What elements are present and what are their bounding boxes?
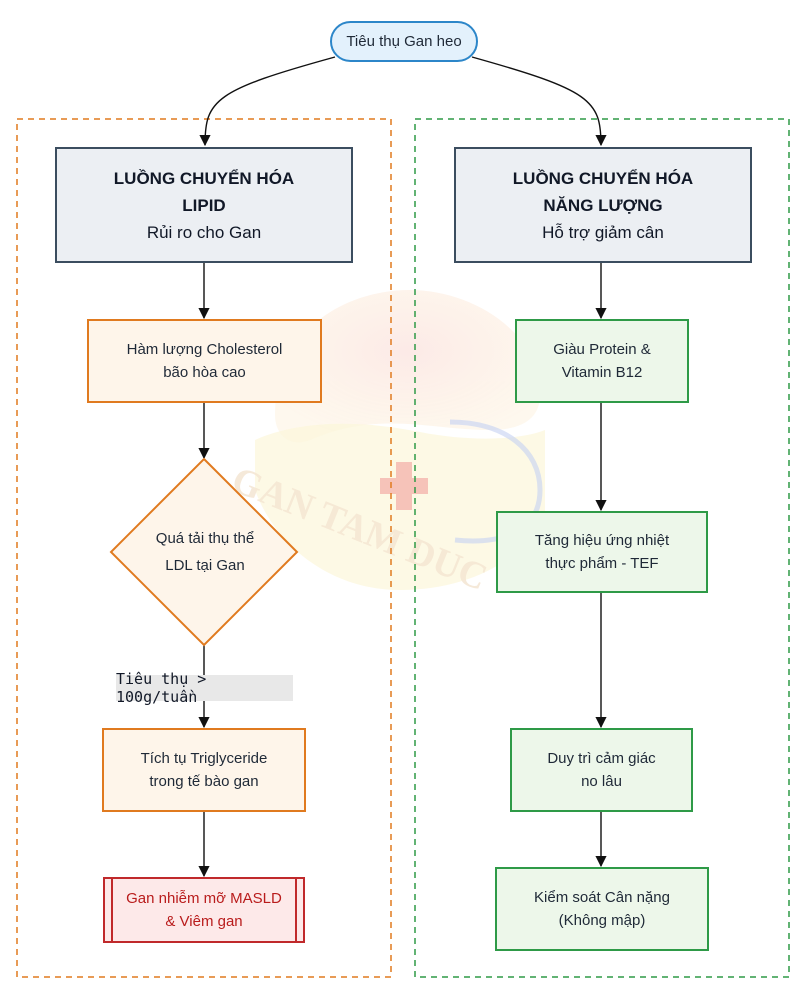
lipid-header-title-line2: LIPID	[182, 195, 226, 215]
edge-root-to-energy	[471, 56, 607, 147]
root-node-pork-liver: Tiêu thụ Gan heo	[330, 21, 478, 62]
energy-header-title-line2: NĂNG LƯỢNG	[543, 195, 663, 215]
masld-line1: Gan nhiễm mỡ MASLD	[126, 890, 282, 907]
edge-root-to-lipid	[199, 56, 336, 147]
tef-line2: thực phẩm - TEF	[545, 555, 659, 572]
energy-header-title-line1: LUỒNG CHUYỂN HÓA	[512, 168, 694, 188]
decision-line2: LDL tại Gan	[165, 557, 245, 574]
ldl-overload-decision-shape	[109, 457, 299, 647]
lipid-header-subtitle: Rủi ro cho Gan	[146, 222, 262, 242]
protein-line2: Vitamin B12	[561, 364, 643, 381]
lipid-header-title-line1: LUỒNG CHUYỂN HÓA	[113, 168, 295, 188]
cholesterol-line2: bão hòa cao	[163, 364, 246, 381]
tef-node: Tăng hiệu ứng nhiệt thực phẩm - TEF	[496, 511, 708, 593]
weight-line1: Kiểm soát Cân nặng	[534, 889, 670, 906]
energy-flow-header: LUỒNG CHUYỂN HÓA NĂNG LƯỢNG Hỗ trợ giảm …	[454, 147, 752, 263]
weight-line2: (Không mập)	[558, 912, 646, 929]
triglyceride-line2: trong tế bào gan	[149, 773, 259, 790]
triglyceride-node: Tích tụ Triglyceride trong tế bào gan	[102, 728, 306, 812]
ldl-overload-decision-label: Quá tải thụ thể LDL tại Gan	[125, 525, 285, 579]
root-label: Tiêu thụ Gan heo	[346, 33, 462, 50]
protein-line1: Giàu Protein &	[553, 341, 651, 358]
weight-control-node: Kiểm soát Cân nặng (Không mập)	[495, 867, 709, 951]
masld-outcome-node: Gan nhiễm mỡ MASLD & Viêm gan	[103, 877, 305, 943]
satiety-line2: no lâu	[581, 773, 622, 790]
satiety-line1: Duy trì cảm giác	[547, 750, 656, 767]
masld-line2: & Viêm gan	[165, 913, 243, 930]
energy-flow-group	[414, 118, 790, 978]
cholesterol-node: Hàm lượng Cholesterol bão hòa cao	[87, 319, 322, 403]
lipid-flow-header: LUỒNG CHUYỂN HÓA LIPID Rủi ro cho Gan	[55, 147, 353, 263]
satiety-node: Duy trì cảm giác no lâu	[510, 728, 693, 812]
decision-line1: Quá tải thụ thể	[155, 530, 255, 547]
consumption-threshold-label: Tiêu thụ > 100g/tuần	[116, 670, 293, 706]
cholesterol-line1: Hàm lượng Cholesterol	[126, 341, 283, 358]
triglyceride-line1: Tích tụ Triglyceride	[140, 750, 268, 767]
tef-line1: Tăng hiệu ứng nhiệt	[534, 532, 670, 549]
energy-header-subtitle: Hỗ trợ giảm cân	[542, 222, 664, 242]
lipid-flow-group	[16, 118, 392, 978]
protein-b12-node: Giàu Protein & Vitamin B12	[515, 319, 689, 403]
